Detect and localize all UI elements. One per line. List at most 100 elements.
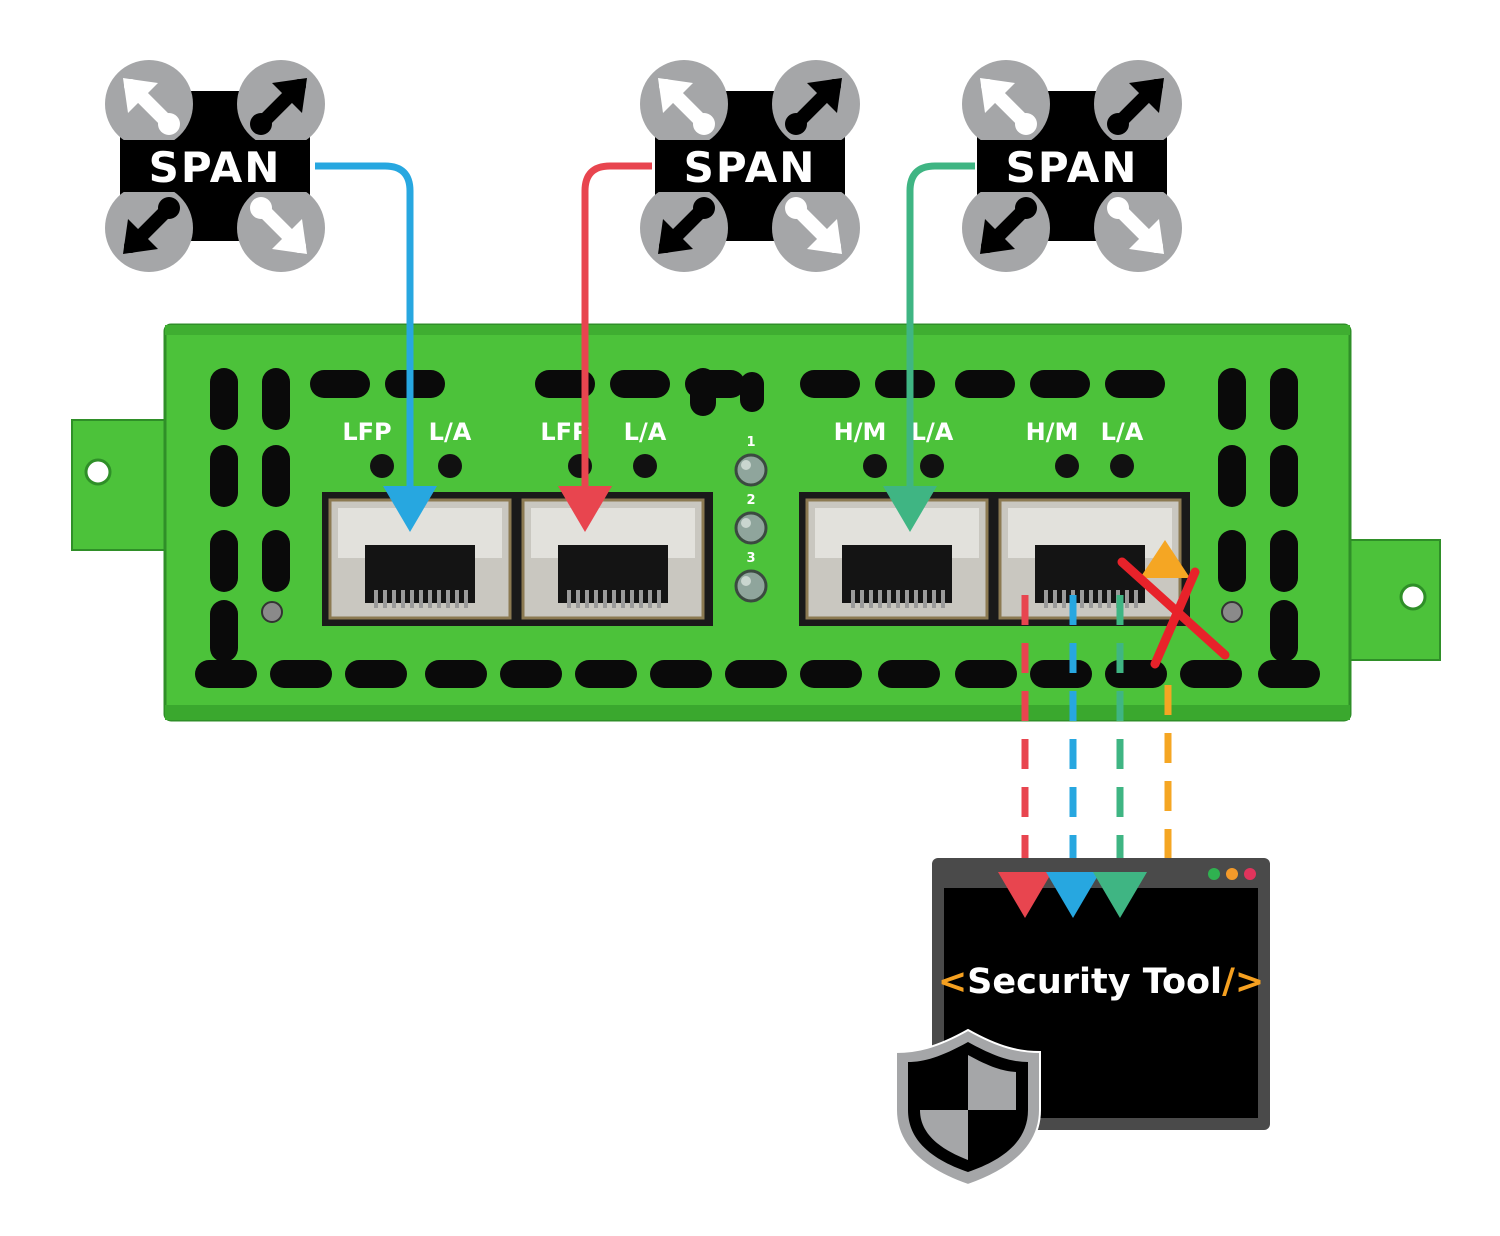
span-ne-arrow-icon <box>772 60 860 148</box>
span-link-red-arrowhead <box>558 486 612 532</box>
span-sw-arrow-icon <box>640 184 728 272</box>
span-arrow-head <box>123 219 158 254</box>
port-pin <box>1062 590 1066 608</box>
span-switch-2: SPAN <box>640 60 860 272</box>
vent-slot <box>262 530 290 592</box>
port-pin <box>410 590 414 608</box>
port-pin <box>887 590 891 608</box>
port-led <box>633 454 657 478</box>
vent-slot <box>1105 370 1165 398</box>
span-arrow-tail <box>158 113 180 135</box>
port-pin <box>1107 590 1111 608</box>
status-led <box>734 511 768 545</box>
span-arrow-tail <box>1015 197 1037 219</box>
led-number: 2 <box>746 493 755 508</box>
span-arrow-head <box>658 219 693 254</box>
span-arrow-tail <box>785 113 807 135</box>
port-pin <box>869 590 873 608</box>
blocked-output <box>1117 540 1230 669</box>
port-led <box>920 454 944 478</box>
span-label: SPAN <box>1006 143 1139 192</box>
port-pin <box>1080 590 1084 608</box>
port-pin <box>860 590 864 608</box>
span-nw-arrow-icon <box>962 60 1050 148</box>
port-pin <box>639 590 643 608</box>
span-link-green <box>906 162 975 490</box>
span-arrow-head <box>980 219 1015 254</box>
led-number: 1 <box>746 435 755 450</box>
span-arrow-head <box>272 219 307 254</box>
span-arrow-head <box>123 78 158 113</box>
sfp-port-3[interactable] <box>799 492 997 626</box>
center-status-leds: 1 2 3 <box>734 435 768 603</box>
tool-arrow-blue <box>1046 872 1100 918</box>
port-label-right: L/A <box>1101 418 1144 446</box>
vent-slot <box>1258 660 1320 688</box>
right-mount-hole <box>1399 583 1427 611</box>
port-pin <box>612 590 616 608</box>
span-arrow-head <box>980 78 1015 113</box>
span-links <box>315 162 975 532</box>
port-pin <box>585 590 589 608</box>
vent-slot <box>210 368 238 430</box>
vent-slot <box>1270 600 1298 662</box>
vent-slot <box>1180 660 1242 688</box>
span-se-arrow-icon <box>1094 184 1182 272</box>
sfp-ports <box>322 492 1190 626</box>
port-pin <box>576 590 580 608</box>
led-number: 3 <box>746 551 755 566</box>
tool-arrow-red <box>998 872 1052 918</box>
open-tag: < <box>938 962 967 1002</box>
port-led <box>370 454 394 478</box>
vent-slot <box>955 370 1015 398</box>
port-pin <box>630 590 634 608</box>
led-highlight <box>741 518 751 528</box>
vent-slot <box>1030 370 1090 398</box>
port-pin <box>621 590 625 608</box>
sfp-port-2[interactable] <box>515 492 713 626</box>
span-ne-arrow-icon <box>237 60 325 148</box>
port-pin <box>392 590 396 608</box>
span-arrow-tail <box>693 197 715 219</box>
vent-slot <box>610 370 670 398</box>
span-arrow-tail <box>158 197 180 219</box>
port-pin <box>446 590 450 608</box>
span-switch-3: SPAN <box>962 60 1182 272</box>
span-arrow-head <box>807 219 842 254</box>
left-mount-hole <box>84 458 112 486</box>
span-arrow-tail <box>250 113 272 135</box>
vent-slot <box>210 530 238 592</box>
span-arrow-tail <box>1107 113 1129 135</box>
vent-slot <box>1030 660 1092 688</box>
span-ne-arrow-icon <box>1094 60 1182 148</box>
security-tool-label: <Security Tool/> <box>938 962 1264 1002</box>
vent-slot <box>500 660 562 688</box>
led-highlight <box>741 460 751 470</box>
port-label-right: L/A <box>911 418 954 446</box>
port-pin <box>594 590 598 608</box>
vent-slot <box>262 445 290 507</box>
port-pin <box>437 590 441 608</box>
port-pin <box>941 590 945 608</box>
vent-slot <box>310 370 370 398</box>
port-led <box>863 454 887 478</box>
aggregated-output-links <box>1021 595 1172 880</box>
vent-slot <box>650 660 712 688</box>
window-dot-orange <box>1226 868 1238 880</box>
vent-slot <box>210 600 238 662</box>
vent-slot <box>535 370 595 398</box>
vent-slot <box>575 660 637 688</box>
sfp-port-1[interactable] <box>322 492 520 626</box>
port-pin <box>657 590 661 608</box>
vent-slot <box>210 445 238 507</box>
blocked-x-line-1 <box>1117 557 1230 660</box>
port-pin <box>1053 590 1057 608</box>
blocked-orange-arrowhead <box>1140 540 1190 578</box>
port-pin <box>428 590 432 608</box>
vent-slot <box>740 372 764 412</box>
vent-slot <box>800 370 860 398</box>
vent-slot <box>1218 530 1246 592</box>
span-se-arrow-icon <box>772 184 860 272</box>
